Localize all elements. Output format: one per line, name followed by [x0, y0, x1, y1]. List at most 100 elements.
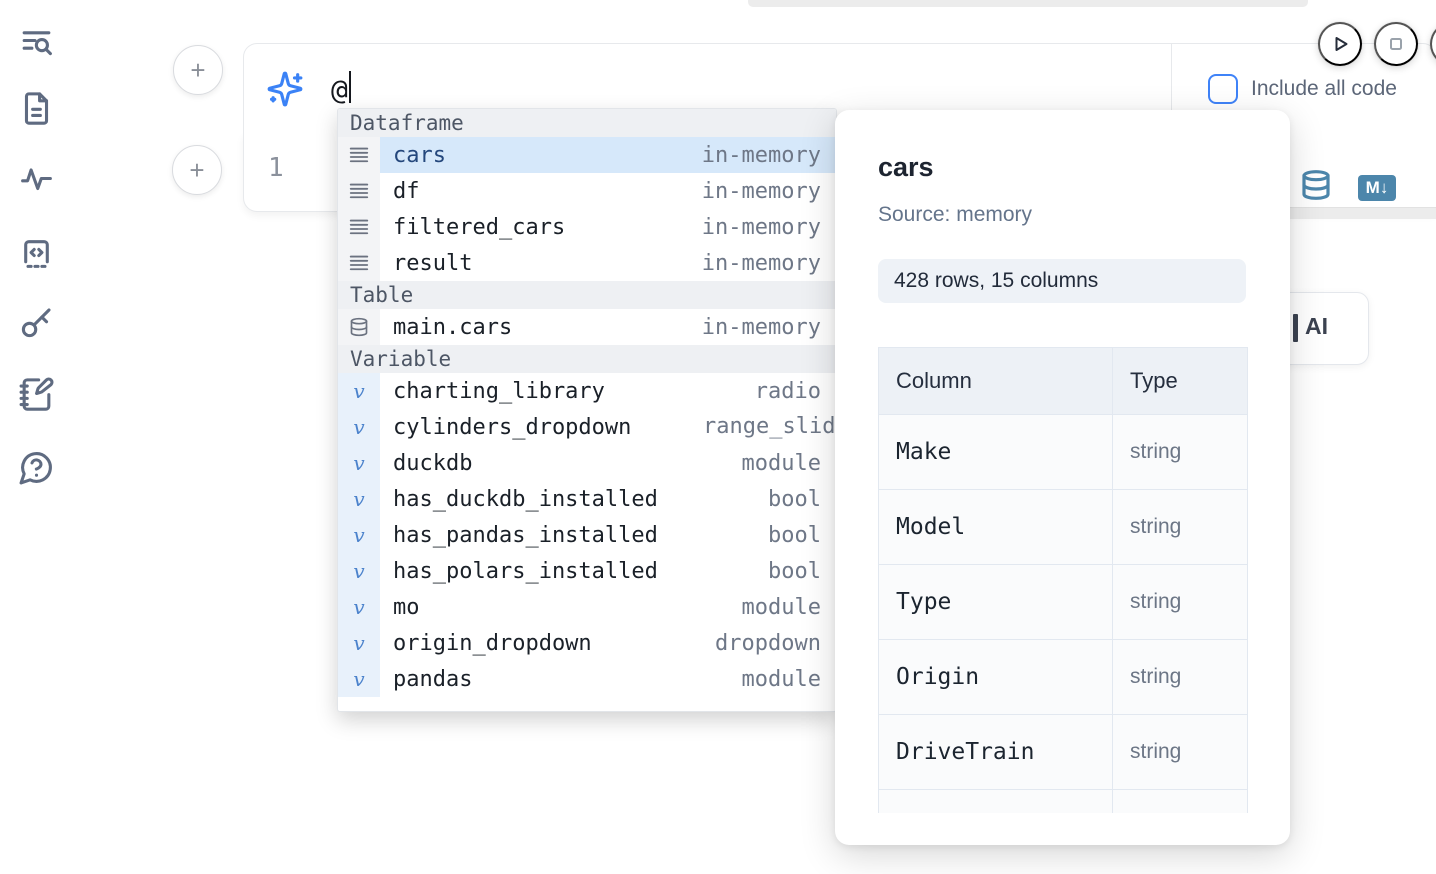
item-type: in-memory — [701, 250, 821, 276]
variable-icon: v — [353, 595, 365, 619]
column-type: string — [1130, 740, 1182, 763]
file-text-icon[interactable] — [18, 90, 55, 127]
autocomplete-section-header: Dataframe — [338, 109, 836, 137]
sidebar — [0, 0, 72, 874]
activity-icon[interactable] — [18, 160, 55, 197]
autocomplete-item-duckdb[interactable]: v duckdb module — [338, 445, 836, 481]
variable-icon: v — [353, 487, 365, 511]
help-chat-icon[interactable] — [18, 449, 55, 486]
item-type: range_slider — [703, 414, 836, 439]
autocomplete-item-has_polars_installed[interactable]: v has_polars_installed bool — [338, 553, 836, 589]
list-search-icon[interactable] — [18, 22, 55, 59]
column-name: DriveTrain — [896, 739, 1035, 765]
item-type: radio — [754, 378, 821, 404]
database-icon[interactable] — [1300, 169, 1332, 206]
type-header: Type — [1130, 368, 1178, 393]
rows-icon — [349, 219, 369, 235]
preview-title: cars — [878, 152, 934, 182]
item-type: module — [741, 450, 821, 476]
item-type: in-memory — [701, 314, 821, 340]
sparkles-icon — [266, 70, 304, 108]
rows-icon — [349, 147, 369, 163]
column-type: string — [1130, 590, 1182, 613]
add-cell-button-top[interactable]: + — [173, 45, 223, 95]
previous-cell-console-fragment — [748, 0, 1308, 7]
autocomplete-item-filtered_cars[interactable]: filtered_cars in-memory — [338, 209, 836, 245]
database-icon — [350, 317, 368, 337]
include-all-code-label: Include all code — [1251, 77, 1397, 100]
item-name: result — [393, 250, 473, 276]
code-square-icon[interactable] — [18, 234, 55, 271]
item-type: in-memory — [701, 214, 821, 240]
column-type: string — [1130, 665, 1182, 688]
dataframe-preview-popup: cars Source: memory 428 rows, 15 columns… — [835, 110, 1290, 845]
column-name: Origin — [896, 664, 980, 690]
column-type: string — [1130, 440, 1182, 463]
table-header-row: Column Type — [879, 348, 1247, 415]
item-type: dropdown — [715, 630, 821, 656]
item-type: module — [741, 594, 821, 620]
stop-button[interactable] — [1374, 22, 1418, 66]
autocomplete-item-has_pandas_installed[interactable]: v has_pandas_installed bool — [338, 517, 836, 553]
item-name: df — [393, 178, 420, 204]
rows-icon — [349, 255, 369, 271]
ai-prompt-input[interactable]: @ — [244, 44, 1172, 134]
item-name: filtered_cars — [393, 214, 566, 240]
preview-shape-badge: 428 rows, 15 columns — [878, 259, 1246, 303]
variable-icon: v — [353, 523, 365, 547]
item-type: bool — [768, 486, 821, 512]
text-cursor — [348, 71, 352, 103]
item-type: in-memory — [701, 142, 821, 168]
include-all-code-checkbox[interactable] — [1208, 74, 1238, 104]
add-cell-button-bottom[interactable]: + — [172, 145, 222, 195]
preview-source: Source: memory — [878, 203, 1033, 226]
table-row: Origin string — [879, 640, 1247, 715]
variable-icon: v — [353, 667, 365, 691]
prompt-options: Include all code — [1172, 44, 1436, 134]
variable-icon: v — [353, 379, 365, 403]
prompt-text: @ — [331, 72, 348, 106]
item-name: pandas — [393, 666, 473, 692]
item-name: origin_dropdown — [393, 630, 592, 656]
notebook-pen-icon[interactable] — [18, 376, 55, 413]
item-name: has_polars_installed — [393, 558, 658, 584]
autocomplete-item-result[interactable]: result in-memory — [338, 245, 836, 281]
variable-icon: v — [353, 559, 365, 583]
variable-icon: v — [353, 415, 365, 439]
column-name: Model — [896, 514, 966, 540]
run-button[interactable] — [1318, 22, 1362, 66]
cell-console-fragment — [1290, 207, 1436, 219]
autocomplete-item-origin_dropdown[interactable]: v origin_dropdown dropdown — [338, 625, 836, 661]
variable-icon: v — [353, 631, 365, 655]
autocomplete-item-cylinders_dropdown[interactable]: v cylinders_dropdown range_slider — [338, 409, 836, 445]
key-icon[interactable] — [18, 304, 55, 341]
rows-icon — [349, 183, 369, 199]
ai-button-label: AI — [1305, 313, 1328, 339]
autocomplete-section-header: Table — [338, 281, 836, 309]
table-row: DriveTrain string — [879, 715, 1247, 790]
column-header: Column — [896, 368, 972, 393]
column-type: string — [1130, 515, 1182, 538]
table-row: Model string — [879, 490, 1247, 565]
stop-icon — [1384, 32, 1408, 56]
variable-icon: v — [353, 451, 365, 475]
item-name: cylinders_dropdown — [393, 414, 632, 440]
line-number: 1 — [268, 153, 284, 183]
item-type: bool — [768, 558, 821, 584]
markdown-icon[interactable]: M↓ — [1358, 174, 1396, 201]
item-name: has_pandas_installed — [393, 522, 658, 548]
item-name: duckdb — [393, 450, 473, 476]
item-type: bool — [768, 522, 821, 548]
play-icon — [1328, 32, 1352, 56]
